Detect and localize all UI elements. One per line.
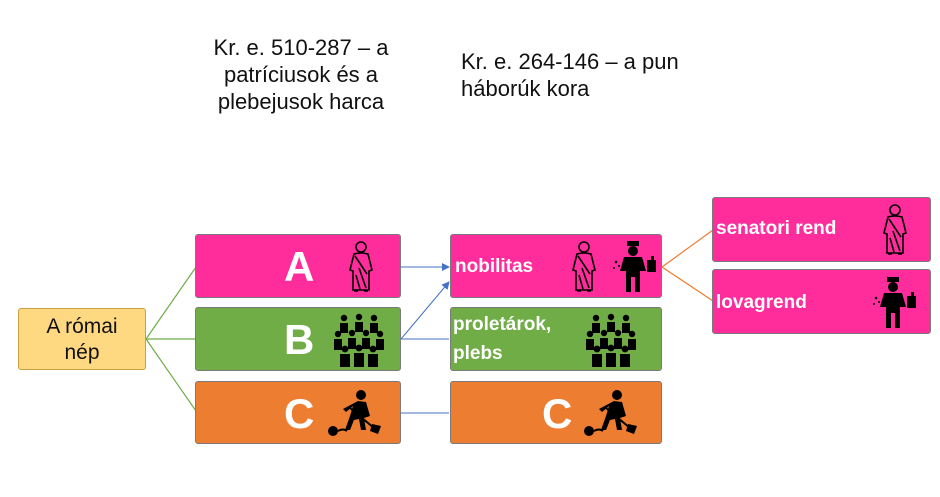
heading-patricians-plebeians: Kr. e. 510-287 – a patríciusok és a pleb… <box>190 34 412 115</box>
merchant-icon <box>613 241 656 292</box>
crowd-icon <box>334 313 384 367</box>
senator-label: senatori rend <box>716 218 837 239</box>
box-a: A <box>195 234 401 298</box>
connector-root-a <box>145 266 197 340</box>
box-c: C <box>195 381 401 444</box>
heading-line: patríciusok és a <box>223 62 379 87</box>
heading-line: Kr. e. 510-287 – a <box>213 35 389 60</box>
toga-figure-icon <box>572 241 596 292</box>
box-lovag: lovagrend <box>712 269 931 334</box>
connector-root-c <box>145 338 197 412</box>
heading-line: háborúk kora <box>461 76 590 101</box>
laborer-ball-chain-icon <box>584 390 637 436</box>
proletar-label-line: proletárok, <box>453 314 552 335</box>
crowd-icon <box>586 313 636 367</box>
box-b: B <box>195 307 401 371</box>
box-c-label: C <box>284 390 315 437</box>
box-c2: C <box>450 381 662 444</box>
nobilitas-label: nobilitas <box>455 256 534 277</box>
connector-nobilitas-senator <box>661 229 714 268</box>
root-label-line: A római <box>46 315 118 338</box>
toga-figure-icon <box>883 204 907 255</box>
connector-nobilitas-lovag <box>661 266 714 302</box>
proletar-label-line: plebs <box>453 343 503 364</box>
arrow-b-nobilitas <box>400 281 450 340</box>
merchant-icon <box>873 277 916 328</box>
box-nobilitas: nobilitas <box>450 234 662 298</box>
proletar-label: proletárok, plebs <box>453 310 551 368</box>
toga-figure-icon <box>349 241 373 292</box>
box-c2-label: C <box>542 390 573 437</box>
root-label-line: nép <box>64 341 100 364</box>
root-label: A római nép <box>19 314 145 366</box>
box-senator: senatori rend <box>712 197 931 262</box>
laborer-ball-chain-icon <box>328 390 381 436</box>
box-a-label: A <box>284 243 315 290</box>
box-proletar: proletárok, plebs <box>450 307 662 371</box>
root-roman-people-box: A római nép <box>18 308 146 370</box>
heading-punic-wars: Kr. e. 264-146 – a pun háborúk kora <box>461 48 711 102</box>
heading-line: Kr. e. 264-146 – a pun <box>461 49 679 74</box>
heading-line: plebejusok harca <box>217 89 385 114</box>
box-b-label: B <box>284 316 315 363</box>
lovag-label: lovagrend <box>716 292 807 313</box>
